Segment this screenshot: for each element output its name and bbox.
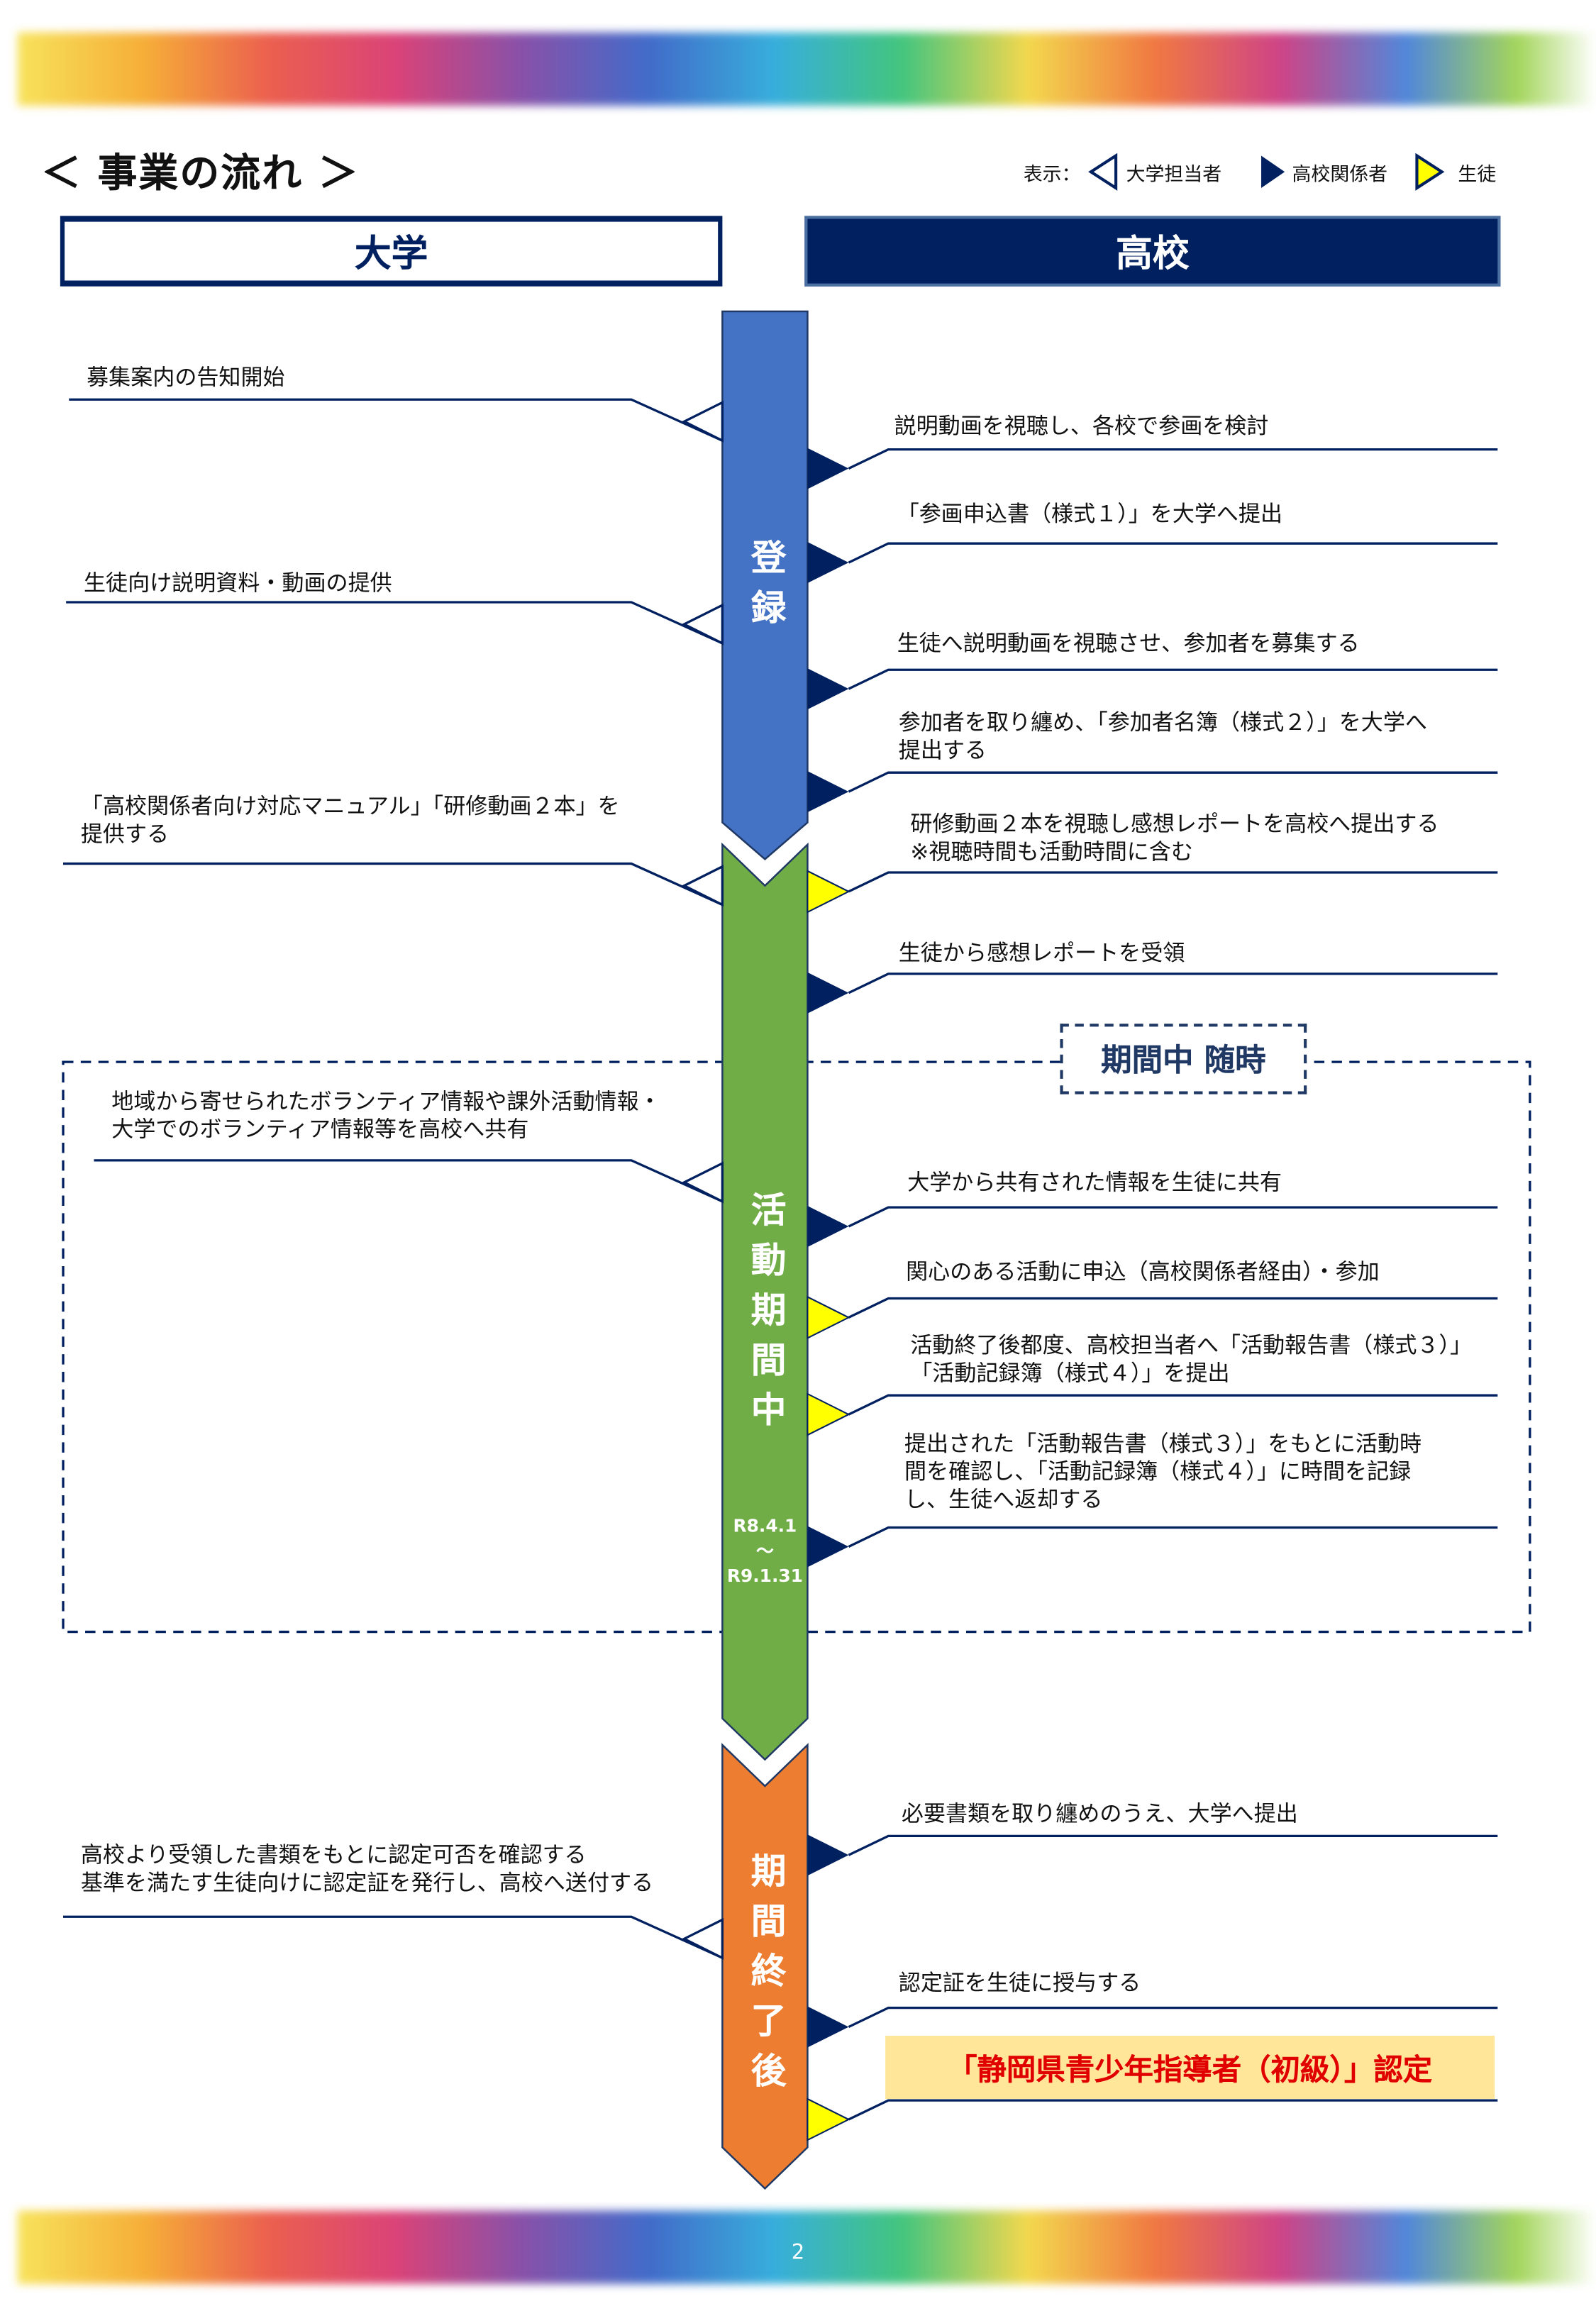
- school-step-text: 研修動画２本を視聴し感想レポートを高校へ提出する ※視聴時間も活動時間に含む: [910, 811, 1439, 865]
- right-connector-line: [848, 972, 1498, 994]
- school-marker-icon: [807, 1526, 849, 1568]
- legend-school: 高校関係者: [1292, 164, 1388, 187]
- left-connector-line: [66, 601, 724, 645]
- legend-school-marker-icon: [1261, 155, 1285, 189]
- school-step-text: 必要書類を取り纏めのうえ、大学へ提出: [901, 1800, 1298, 1827]
- header-university: 大学: [60, 216, 723, 287]
- right-connector-line: [848, 448, 1498, 470]
- phase-arrow-2: [721, 842, 809, 1761]
- phase-date-start: R8.4.1: [733, 1515, 797, 1536]
- right-connector-line: [848, 1394, 1498, 1416]
- school-marker-icon: [807, 1834, 849, 1876]
- university-step-text: 募集案内の告知開始: [87, 364, 285, 391]
- left-connector-line: [63, 1915, 724, 1959]
- phase-label-after-period: 期間終了後: [744, 1852, 786, 2102]
- university-marker-icon: [681, 400, 724, 443]
- school-step-text: 認定証を生徒に授与する: [898, 1969, 1141, 1997]
- school-step-text: 大学から共有された情報を生徒に共有: [907, 1169, 1282, 1196]
- right-connector-line: [848, 1834, 1498, 1856]
- school-step-text: 活動終了後都度、高校担当者へ「活動報告書（様式３）」 「活動記録簿（様式４）」を…: [910, 1332, 1473, 1387]
- university-marker-icon: [681, 865, 724, 907]
- bottom-rainbow-banner: [17, 2210, 1596, 2284]
- legend-university-marker-icon: [1088, 153, 1118, 191]
- school-step-text: 提出された「活動報告書（様式３）」をもとに活動時 間を確認し、「活動記録簿（様式…: [904, 1430, 1422, 1513]
- left-connector-line: [94, 1159, 724, 1203]
- student-marker-icon: [807, 1392, 850, 1436]
- legend-label: 表示：: [1023, 164, 1081, 187]
- top-rainbow-banner: [17, 32, 1596, 106]
- school-marker-icon: [807, 972, 849, 1014]
- phase-arrow-3: [721, 1743, 809, 2190]
- page-number: 2: [791, 2241, 805, 2266]
- right-connector-line: [848, 668, 1498, 690]
- right-connector-line: [848, 1297, 1498, 1319]
- left-connector-line: [69, 398, 724, 442]
- left-connector-line: [63, 862, 724, 907]
- student-marker-icon: [807, 1295, 850, 1340]
- school-step-text: 説明動画を視聴し、各校で参画を検討: [894, 412, 1269, 440]
- legend-university: 大学担当者: [1126, 164, 1222, 187]
- school-marker-icon: [807, 1206, 849, 1248]
- phase-arrow-1: [721, 310, 809, 860]
- school-marker-icon: [807, 771, 849, 813]
- phase-label-activity-period: 活動期間中: [744, 1191, 786, 1441]
- student-marker-icon: [807, 2097, 850, 2141]
- right-connector-line: [848, 871, 1498, 893]
- right-connector-line: [848, 2006, 1498, 2029]
- school-step-text: 参加者を取り纏め、「参加者名簿（様式２）」を大学へ 提出する: [898, 709, 1427, 764]
- university-marker-icon: [681, 603, 724, 645]
- university-step-text: 高校より受領した書類をもとに認定可否を確認する 基準を満たす生徒向けに認定証を発…: [80, 1841, 654, 1897]
- page-title: ＜ 事業の流れ ＞: [40, 151, 360, 197]
- phase-date-end: R9.1.31: [726, 1565, 803, 1587]
- right-connector-line: [848, 2099, 1498, 2121]
- right-connector-line: [848, 542, 1498, 564]
- student-marker-icon: [807, 870, 850, 914]
- period-label: 期間中 随時: [1060, 1024, 1307, 1094]
- legend-student-marker-icon: [1415, 153, 1445, 191]
- right-connector-line: [848, 1526, 1498, 1548]
- legend-student: 生徒: [1458, 164, 1497, 187]
- university-marker-icon: [681, 1917, 724, 1960]
- university-step-text: 生徒向け説明資料・動画の提供: [83, 570, 392, 597]
- school-marker-icon: [807, 542, 849, 584]
- certification-highlight: 「静岡県青少年指導者（初級）」認定: [885, 2035, 1495, 2100]
- university-step-text: 「高校関係者向け対応マニュアル」「研修動画２本」を 提供する: [80, 793, 620, 848]
- university-marker-icon: [681, 1161, 724, 1204]
- school-marker-icon: [807, 448, 849, 489]
- university-step-text: 地域から寄せられたボランティア情報や課外活動情報・ 大学でのボランティア情報等を…: [111, 1088, 661, 1143]
- phase-date-separator: ～: [755, 1541, 774, 1562]
- school-step-text: 生徒へ説明動画を視聴させ、参加者を募集する: [897, 630, 1360, 657]
- right-connector-line: [848, 771, 1498, 793]
- school-step-text: 生徒から感想レポートを受領: [898, 940, 1185, 967]
- header-school: 高校: [804, 216, 1501, 287]
- school-marker-icon: [807, 668, 849, 710]
- right-connector-line: [848, 1206, 1498, 1228]
- phase-label-registration: 登録: [744, 538, 786, 639]
- school-step-text: 関心のある活動に申込（高校関係者経由）・参加: [906, 1258, 1380, 1285]
- school-marker-icon: [807, 2006, 849, 2048]
- school-step-text: 「参画申込書（様式１）」を大学へ提出: [897, 501, 1283, 528]
